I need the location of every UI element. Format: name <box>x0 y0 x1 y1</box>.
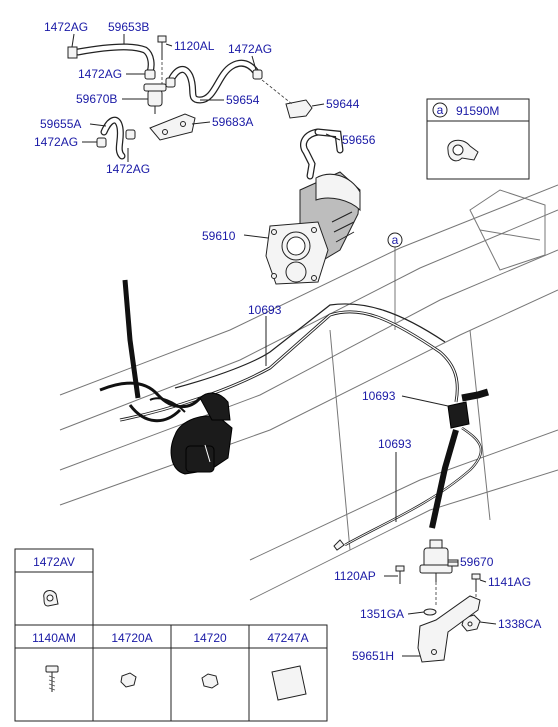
callout-box-91590m <box>426 98 530 180</box>
label-10693-lower: 10693 <box>378 437 412 451</box>
table-header-14720: 14720 <box>193 631 227 645</box>
bracket-59683a <box>149 113 196 141</box>
table-header-14720a: 14720A <box>111 631 152 645</box>
table-header-1140am: 1140AM <box>32 631 76 645</box>
label-59670: 59670 <box>460 555 494 569</box>
label-1472ag-top-left: 1472AG <box>44 20 88 34</box>
label-59683a: 59683A <box>212 115 253 129</box>
label-59655a: 59655A <box>40 117 81 131</box>
valve-59670 <box>419 539 459 605</box>
callout-letter: a <box>437 103 444 117</box>
label-59654: 59654 <box>226 93 260 107</box>
pipe-59656 <box>300 128 344 180</box>
hose-59655a <box>96 116 136 160</box>
label-59651h: 59651H <box>352 649 394 663</box>
label-1472ag-mid-left: 1472AG <box>78 67 122 81</box>
label-1472ag-top-right: 1472AG <box>228 42 272 56</box>
label-1472ag-left: 1472AG <box>34 135 78 149</box>
bolt-1120al <box>157 35 167 88</box>
washer-1351ga <box>423 608 437 616</box>
label-10693-upper: 10693 <box>248 303 282 317</box>
parts-table <box>14 548 328 722</box>
table-header-1472av: 1472AV <box>33 555 75 569</box>
label-59670b: 59670B <box>76 92 117 106</box>
vapor-line-10693 <box>119 303 483 551</box>
hose-bundle-left <box>99 279 233 475</box>
clip-14720-icon <box>201 673 219 689</box>
label-10693-middle: 10693 <box>362 389 396 403</box>
frame-callout-letter: a <box>392 233 399 247</box>
label-1351ga: 1351GA <box>360 607 404 621</box>
label-59656: 59656 <box>342 133 376 147</box>
label-59653b: 59653B <box>108 20 149 34</box>
frame-callout-circle <box>387 232 403 248</box>
vehicle-frame <box>59 184 558 601</box>
callout-part-number: 91590M <box>456 104 499 118</box>
clamp-1472ag-a <box>144 69 156 80</box>
label-1120al: 1120AL <box>174 39 215 53</box>
label-1141ag: 1141AG <box>488 575 531 589</box>
label-59610: 59610 <box>202 229 236 243</box>
table-header-47247a: 47247A <box>267 631 308 645</box>
valve-59670b <box>143 83 167 114</box>
plate-47247a-icon <box>271 665 307 701</box>
hose-59653b <box>67 43 155 76</box>
bolt-1140am-icon <box>45 665 59 692</box>
clip-1472av-icon <box>43 590 59 607</box>
clip-14720a-icon <box>120 672 137 688</box>
label-1338ca: 1338CA <box>498 617 541 631</box>
bolt-1120ap <box>395 565 405 584</box>
label-1472ag-bottom: 1472AG <box>106 162 150 176</box>
throttle-body-59610 <box>265 171 361 285</box>
bracket-59651h <box>417 595 481 663</box>
bracket-59644 <box>261 79 313 119</box>
leader-lines <box>71 33 497 657</box>
canister-pipe-right <box>429 388 490 529</box>
label-1120ap: 1120AP <box>334 569 376 583</box>
label-59644: 59644 <box>326 97 360 111</box>
